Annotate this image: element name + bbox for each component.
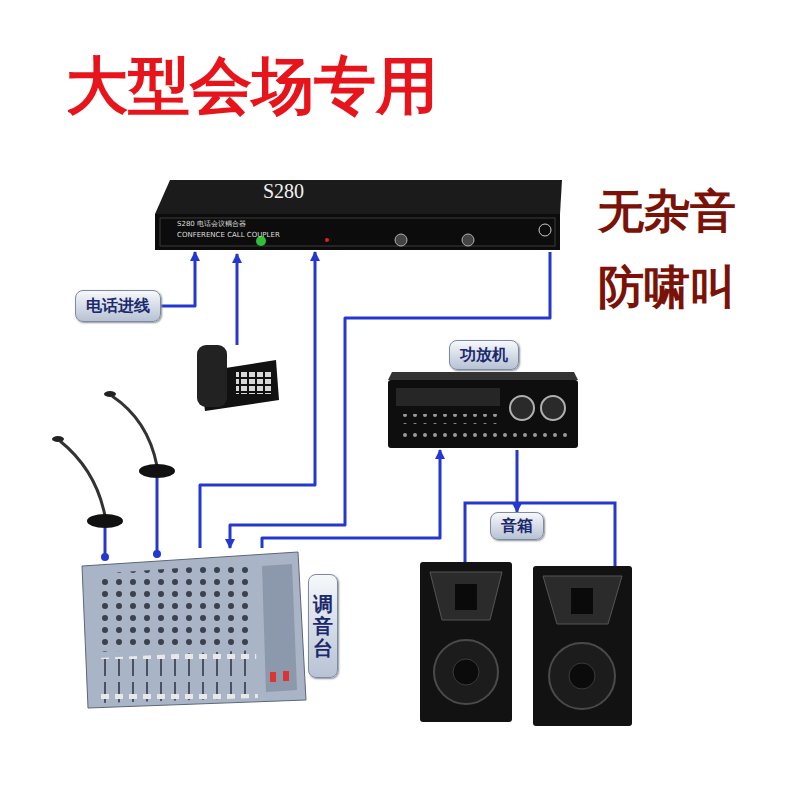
speaker-horn (543, 576, 622, 624)
mixer: 调音台 (80, 548, 342, 710)
amp-knobs (398, 430, 568, 440)
tag-label: 功放机 (449, 340, 519, 370)
signal-connector (161, 252, 195, 306)
amplifier: 功放机 (385, 336, 582, 450)
mixer-knobs (95, 563, 256, 652)
mic-wire (156, 478, 159, 553)
panel-label: CONFERENCE CALL COUPLER (177, 231, 562, 240)
amp-buttons (398, 414, 498, 424)
signal-connector (516, 450, 519, 512)
speaker-woofer (549, 643, 615, 709)
tag-label: 调音台 (308, 574, 338, 678)
vu-meter (541, 396, 565, 420)
master-fader (283, 671, 289, 681)
knob (395, 234, 407, 246)
signal-connector (262, 450, 440, 548)
phone-wire (236, 254, 239, 345)
panel-label: S280 电话会议耦合器 (177, 220, 562, 229)
speaker-throat (455, 584, 477, 610)
mic-wire (104, 528, 107, 556)
phone-handset (197, 345, 227, 407)
device-model: S280 (263, 180, 562, 202)
tag-box: 电话进线 (75, 290, 161, 322)
mixer (82, 552, 306, 708)
mic-head (104, 391, 116, 397)
tag-label: 音箱 (491, 513, 543, 539)
mixer-body (82, 552, 306, 708)
coupler-device: S280S280 电话会议耦合器 CONFERENCE CALL COUPLER (155, 178, 562, 252)
speaker-cabinet (420, 562, 512, 722)
title-text: 大型会场专用 (66, 50, 438, 122)
speakers (420, 503, 632, 726)
mixer-master (262, 564, 297, 692)
amp-display (396, 388, 500, 406)
wire-dot (153, 550, 161, 558)
logo-ring (539, 224, 551, 236)
speaker-woofer (434, 640, 498, 704)
speaker-cabinet (533, 566, 632, 726)
master-fader (270, 672, 276, 682)
mixer-faders (98, 650, 258, 703)
work-led (325, 238, 329, 242)
device-top (155, 180, 562, 214)
feature-label: 防啸叫 (598, 260, 736, 314)
coupler-device (155, 180, 562, 250)
phone-keypad (236, 370, 272, 394)
tag-label: 电话进线 (76, 291, 160, 321)
mic-stem (60, 441, 105, 516)
speaker-throat (571, 588, 593, 614)
signal-connector (200, 252, 315, 548)
speaker-cone (453, 659, 479, 685)
amp-front (388, 380, 578, 448)
wire-dot (101, 553, 109, 561)
knob (462, 234, 474, 246)
telephone (197, 254, 279, 411)
mic-base (139, 464, 175, 478)
vu-meter (510, 396, 534, 420)
feature-label: 无杂音 (598, 184, 736, 238)
amplifier (388, 372, 578, 448)
mic-base (87, 514, 123, 528)
signal-connector (230, 252, 550, 548)
microphones (52, 391, 175, 561)
amp-top (388, 372, 578, 380)
mic-head (52, 436, 64, 442)
tag-box: 音箱 (490, 512, 544, 540)
speaker-wire (465, 503, 615, 566)
mic-stem (112, 396, 157, 466)
speaker-cone (569, 663, 595, 689)
speaker-horn (430, 572, 502, 620)
